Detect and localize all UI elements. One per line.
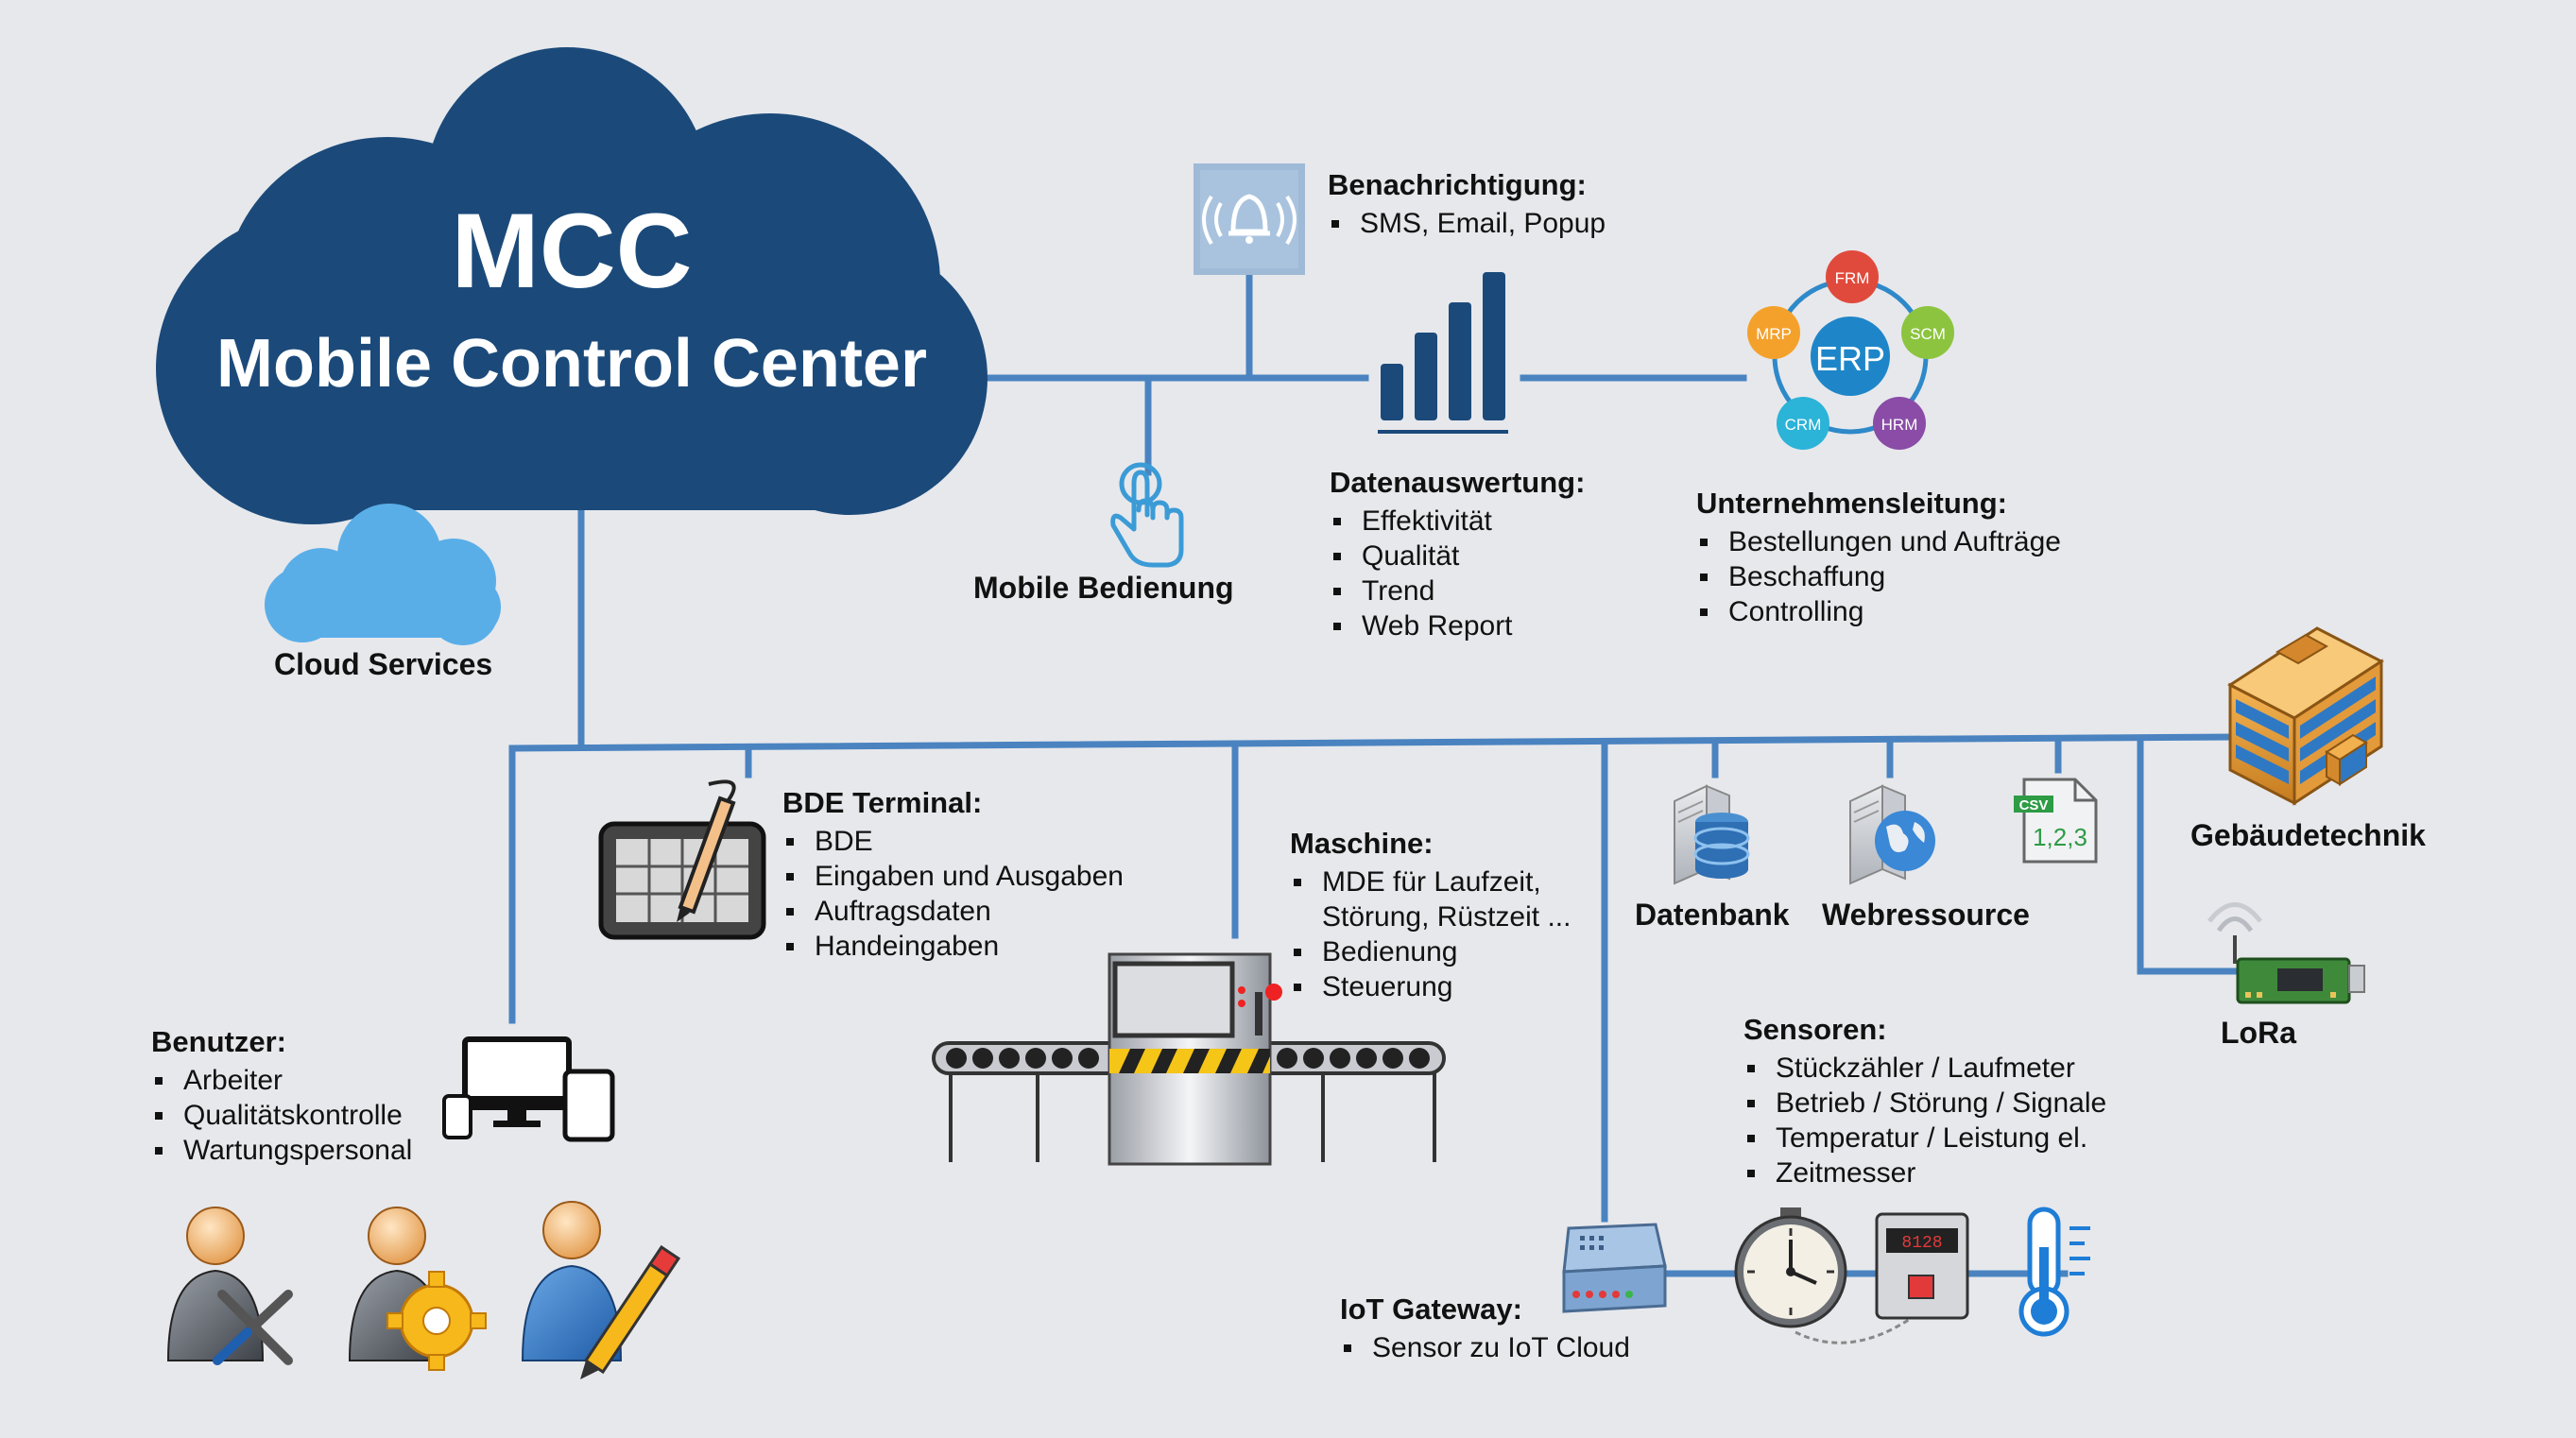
erp-node-frm xyxy=(1826,250,1879,303)
datenauswertung-block: Datenauswertung: Effektivität Qualität T… xyxy=(1330,466,1585,643)
erp-center-label: ERP xyxy=(1815,339,1885,378)
benachrichtigung-title: Benachrichtigung: xyxy=(1328,168,1587,201)
list-item: MDE für Laufzeit, xyxy=(1290,865,1571,899)
iot-gateway-icon xyxy=(1562,1223,1667,1313)
list-item: Web Report xyxy=(1330,608,1585,643)
datenbank-label: Datenbank xyxy=(1635,898,1790,932)
list-item: Bedienung xyxy=(1290,934,1571,969)
maschine-title: Maschine: xyxy=(1290,827,1434,860)
list-item: Betrieb / Störung / Signale xyxy=(1743,1086,2106,1121)
list-item: Beschaffung xyxy=(1696,559,2061,594)
list-item: Störung, Rüstzeit ... xyxy=(1322,901,1571,933)
list-item: Wartungspersonal xyxy=(151,1133,412,1168)
list-item: Bestellungen und Aufträge xyxy=(1696,524,2061,559)
user-maintenance-icon xyxy=(521,1201,681,1379)
mcc-subtitle: Mobile Control Center xyxy=(216,326,927,402)
erp-label-scm: SCM xyxy=(1910,325,1946,343)
iot-gateway-title: IoT Gateway: xyxy=(1340,1292,1522,1326)
svg-text:8128: 8128 xyxy=(1901,1234,1942,1253)
sensoren-list: Stückzähler / Laufmeter Betrieb / Störun… xyxy=(1743,1051,2106,1190)
list-item: BDE xyxy=(782,824,1124,859)
csv-file-icon: CSV 1,2,3 xyxy=(2014,778,2098,864)
iot-gateway-block: IoT Gateway: Sensor zu IoT Cloud xyxy=(1340,1292,1630,1365)
erp-label-crm: CRM xyxy=(1785,416,1822,434)
counter-device-icon: 8128 xyxy=(1795,1212,1969,1344)
user-worker-icon xyxy=(166,1207,293,1365)
sensoren-block: Sensoren: Stückzähler / Laufmeter Betrie… xyxy=(1743,1013,2106,1190)
list-item: Handeingaben xyxy=(782,929,1124,964)
maschine-list: MDE für Laufzeit, Störung, Rüstzeit ... … xyxy=(1290,865,1571,1004)
sensoren-title: Sensoren: xyxy=(1743,1013,1887,1046)
bde-terminal-list: BDE Eingaben und Ausgaben Auftragsdaten … xyxy=(782,824,1124,964)
devices-icon xyxy=(442,1036,615,1142)
list-item: Temperatur / Leistung el. xyxy=(1743,1121,2106,1156)
user-quality-icon xyxy=(348,1207,487,1371)
mcc-cloud xyxy=(156,47,987,524)
csv-badge: CSV xyxy=(2019,797,2049,813)
benutzer-title: Benutzer: xyxy=(151,1025,286,1058)
web-server-globe-icon xyxy=(1849,784,1935,885)
erp-node-mrp xyxy=(1747,306,1800,359)
list-item: Zeitmesser xyxy=(1743,1156,2106,1190)
bde-terminal-icon xyxy=(598,779,766,940)
cloud-services-icon xyxy=(265,504,501,645)
list-item: Stückzähler / Laufmeter xyxy=(1743,1051,2106,1086)
touch-hand-icon xyxy=(1110,462,1184,568)
unternehmensleitung-title: Unternehmensleitung: xyxy=(1696,487,2007,520)
machine-conveyor-icon xyxy=(932,952,1446,1166)
csv-values: 1,2,3 xyxy=(2033,823,2087,851)
benachrichtigung-list: SMS, Email, Popup xyxy=(1328,206,1606,241)
list-item: Effektivität xyxy=(1330,504,1585,539)
notification-bell-icon xyxy=(1194,163,1305,275)
bde-terminal-block: BDE Terminal: BDE Eingaben und Ausgaben … xyxy=(782,786,1124,964)
benutzer-list: Arbeiter Qualitätskontrolle Wartungspers… xyxy=(151,1063,412,1168)
benachrichtigung-block: Benachrichtigung: SMS, Email, Popup xyxy=(1328,168,1606,241)
benutzer-block: Benutzer: Arbeiter Qualitätskontrolle Wa… xyxy=(151,1025,412,1168)
iot-gateway-list: Sensor zu IoT Cloud xyxy=(1340,1330,1630,1365)
stopwatch-icon xyxy=(1734,1207,1847,1328)
list-item: Controlling xyxy=(1696,594,2061,629)
thermometer-icon xyxy=(2018,1207,2090,1337)
erp-node-scm xyxy=(1901,306,1954,359)
erp-label-frm: FRM xyxy=(1835,269,1870,287)
erp-node-crm xyxy=(1777,397,1829,450)
line-lora xyxy=(2137,735,2243,975)
list-item: Sensor zu IoT Cloud xyxy=(1340,1330,1630,1365)
list-item: Eingaben und Ausgaben xyxy=(782,859,1124,894)
datenauswertung-title: Datenauswertung: xyxy=(1330,466,1586,499)
list-item: SMS, Email, Popup xyxy=(1328,206,1606,241)
list-item: Steuerung xyxy=(1290,969,1571,1004)
database-server-icon xyxy=(1674,784,1750,885)
list-item: Qualitätskontrolle xyxy=(151,1098,412,1133)
erp-label-hrm: HRM xyxy=(1881,416,1918,434)
list-item: Qualität xyxy=(1330,539,1585,573)
maschine-block: Maschine: MDE für Laufzeit, Störung, Rüs… xyxy=(1290,827,1571,1004)
building-icon xyxy=(2227,626,2384,806)
unternehmensleitung-block: Unternehmensleitung: Bestellungen und Au… xyxy=(1696,487,2061,629)
mcc-title: MCC xyxy=(451,192,693,310)
line-main-bus xyxy=(508,733,2239,1024)
lora-label: LoRa xyxy=(2221,1016,2296,1050)
bar-chart-icon xyxy=(1378,272,1508,434)
lora-module-icon xyxy=(2207,902,2365,1004)
list-item: Trend xyxy=(1330,573,1585,608)
list-item: Auftragsdaten xyxy=(782,894,1124,929)
erp-node-hrm xyxy=(1873,397,1926,450)
unternehmensleitung-list: Bestellungen und Aufträge Beschaffung Co… xyxy=(1696,524,2061,629)
erp-label-mrp: MRP xyxy=(1756,325,1792,343)
gebaeudetechnik-label: Gebäudetechnik xyxy=(2190,818,2426,852)
cloud-services-label: Cloud Services xyxy=(274,647,493,681)
mobile-bedienung-label: Mobile Bedienung xyxy=(973,571,1234,605)
list-item: Arbeiter xyxy=(151,1063,412,1098)
datenauswertung-list: Effektivität Qualität Trend Web Report xyxy=(1330,504,1585,643)
bde-terminal-title: BDE Terminal: xyxy=(782,786,983,819)
webressource-label: Webressource xyxy=(1822,898,2030,932)
